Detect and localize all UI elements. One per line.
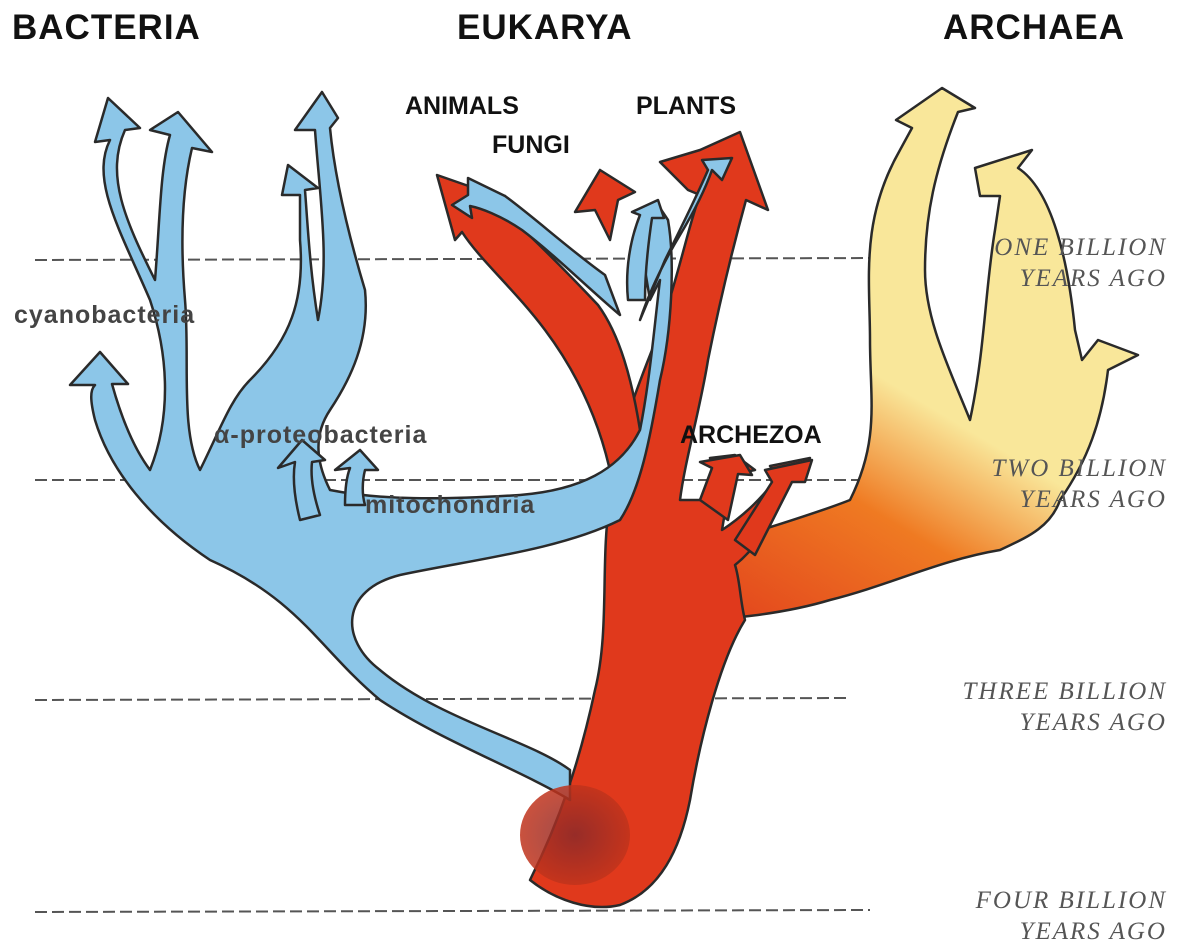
tree-root-blend: [520, 785, 630, 885]
domain-title-eukarya: EUKARYA: [457, 10, 633, 45]
time-label-line: YEARS AGO: [963, 707, 1167, 738]
time-label-line: YEARS AGO: [994, 263, 1167, 294]
time-label-two-billion: TWO BILLION YEARS AGO: [992, 453, 1168, 516]
time-label-line: YEARS AGO: [976, 916, 1167, 943]
clade-label-animals: ANIMALS: [405, 94, 519, 119]
domain-title-bacteria: BACTERIA: [12, 10, 201, 45]
domain-title-archaea: ARCHAEA: [943, 10, 1125, 45]
time-label-line: ONE BILLION: [994, 232, 1167, 263]
time-label-line: TWO BILLION: [992, 453, 1168, 484]
rule-four-billion: [35, 910, 870, 912]
time-label-line: THREE BILLION: [963, 676, 1167, 707]
time-label-one-billion: ONE BILLION YEARS AGO: [994, 232, 1167, 295]
time-label-line: YEARS AGO: [992, 484, 1168, 515]
clade-label-plants: PLANTS: [636, 94, 736, 119]
fungi-arrow: [575, 170, 635, 240]
time-label-three-billion: THREE BILLION YEARS AGO: [963, 676, 1167, 739]
rule-three-billion: [35, 698, 850, 700]
clade-label-fungi: FUNGI: [492, 133, 570, 158]
group-label-mitochondria: mitochondria: [365, 493, 535, 518]
time-label-line: FOUR BILLION: [976, 885, 1167, 916]
clade-label-archezoa: ARCHEZOA: [680, 423, 822, 448]
group-label-alpha-proteobacteria: α-proteobacteria: [214, 423, 427, 448]
group-label-cyanobacteria: cyanobacteria: [14, 303, 195, 328]
time-label-four-billion: FOUR BILLION YEARS AGO: [976, 885, 1167, 943]
